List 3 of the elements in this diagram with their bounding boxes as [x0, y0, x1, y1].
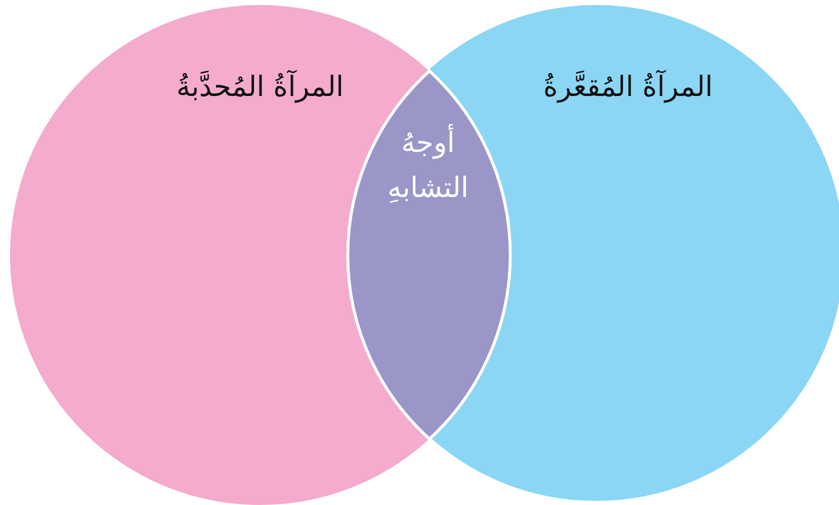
set-label: المرآةُ المُحدَّبةُ	[175, 68, 345, 105]
region-label: أوجهُ التشابهِ	[386, 123, 470, 206]
set-label: المرآةُ المُقعَّرةُ	[542, 68, 714, 105]
